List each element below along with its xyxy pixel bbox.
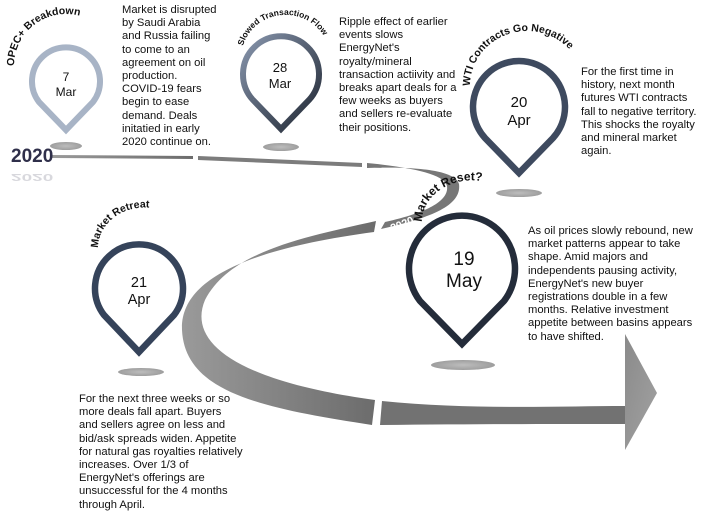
location-pin-icon <box>91 241 187 357</box>
event-description: For the next three weeks or so more deal… <box>79 393 243 511</box>
timeline-road: 2020 <box>52 155 657 450</box>
timeline-year-label: 2020 <box>11 146 54 167</box>
timeline-year-reflection: 2020 <box>11 171 54 183</box>
event-month: Apr <box>507 112 530 129</box>
event-day: 28 <box>273 60 287 75</box>
event-description: As oil prices slowly rebound, new market… <box>528 225 693 343</box>
location-pin-icon <box>405 212 519 349</box>
arrow-head <box>625 334 657 450</box>
pin-shadow <box>118 368 164 376</box>
event-month: Mar <box>269 76 292 91</box>
pin-shadow <box>263 143 299 151</box>
event-pin-opec-breakdown: 7 Mar OPEC+ Breakdown <box>5 5 103 150</box>
event-pin-market-retreat: 21 Apr Market Retreat <box>89 198 187 376</box>
location-pin-icon <box>240 33 322 134</box>
road-segment <box>367 163 460 229</box>
pin-shadow <box>50 142 82 150</box>
event-title: Market Retreat <box>89 198 150 248</box>
road-segment <box>198 156 362 167</box>
event-month: Apr <box>128 292 151 308</box>
event-day: 19 <box>453 249 474 270</box>
event-description: Market is disrupted by Saudi Arabia and … <box>122 4 217 149</box>
event-month: May <box>446 271 482 292</box>
road-segment <box>181 221 376 425</box>
event-day: 21 <box>131 275 147 291</box>
event-pin-slowed-transaction-flow: 28 Mar Slowed Transaction Flow <box>235 7 330 151</box>
pin-shadow <box>431 360 495 370</box>
road-segment <box>380 401 625 425</box>
event-pin-market-reset: 19 May Market Reset? <box>405 169 519 370</box>
pin-shadow <box>496 189 542 197</box>
road-segment <box>52 155 193 159</box>
event-month: Mar <box>56 85 77 99</box>
event-day: 7 <box>63 70 70 84</box>
event-description: Ripple effect of earlier events slows En… <box>339 16 457 134</box>
location-pin-icon <box>29 44 103 135</box>
location-pin-icon <box>469 57 569 178</box>
event-day: 20 <box>511 94 528 111</box>
event-description: For the first time in history, next mont… <box>581 66 697 158</box>
